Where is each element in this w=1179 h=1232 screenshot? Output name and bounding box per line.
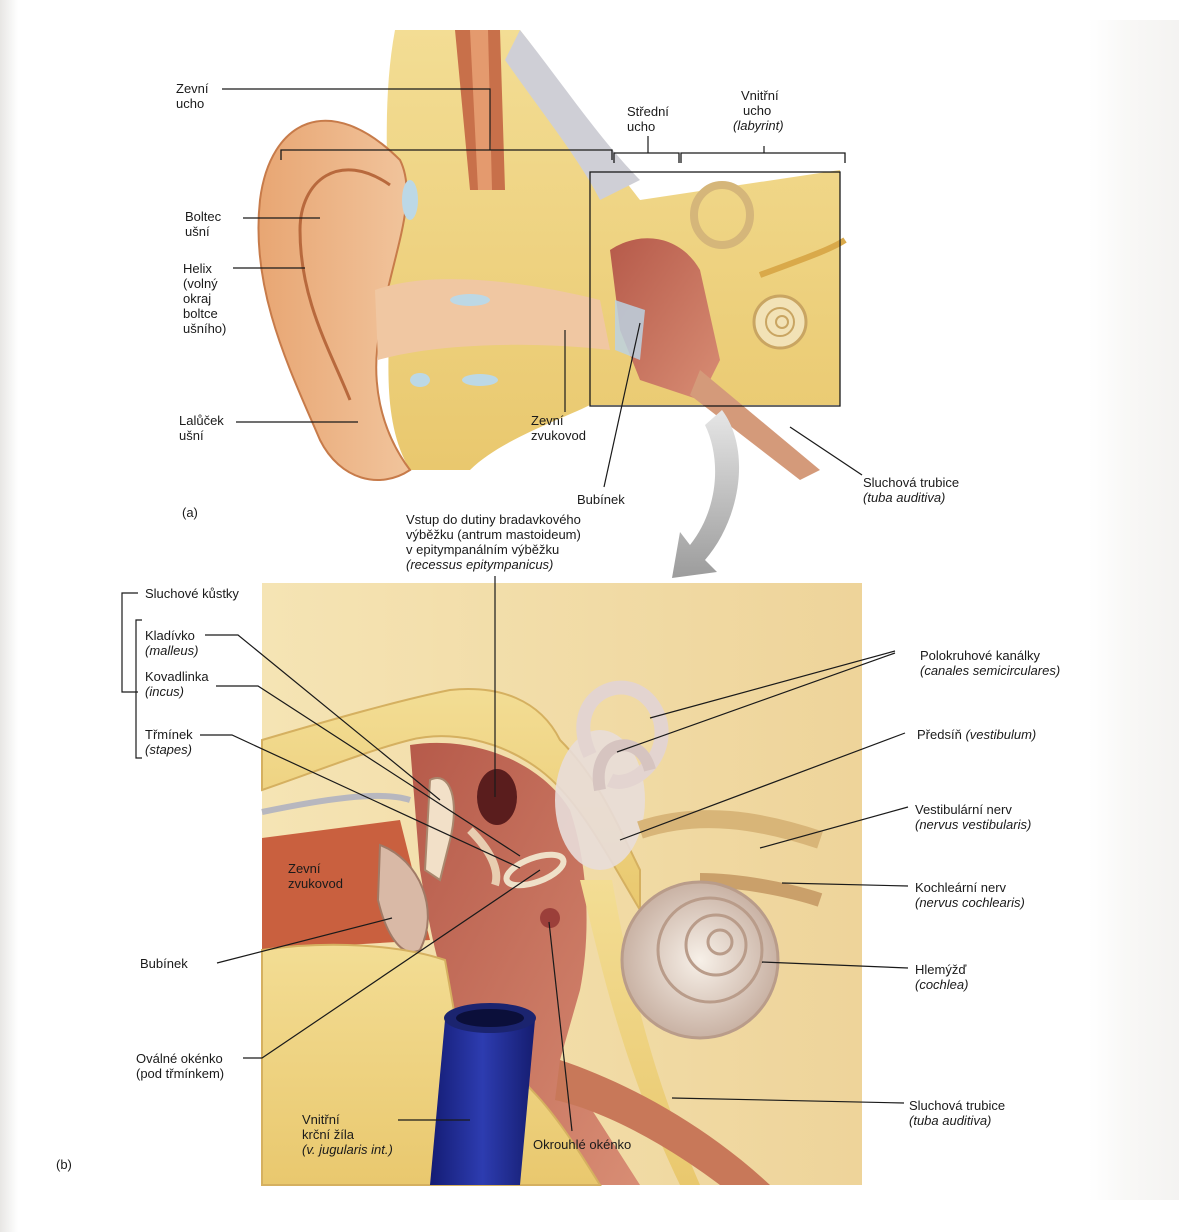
label-malleus: Kladívko(malleus) bbox=[145, 628, 198, 658]
label-stapes: Třmínek(stapes) bbox=[145, 727, 193, 757]
label-canals: Polokruhové kanálky(canales semicircular… bbox=[920, 648, 1060, 678]
label-round-window: Okrouhlé okénko bbox=[533, 1137, 631, 1152]
label-oval-window: Oválné okénko(pod třmínkem) bbox=[136, 1051, 224, 1081]
label-eardrum-a: Bubínek bbox=[577, 492, 625, 507]
label-tube-b: Sluchová trubice(tuba auditiva) bbox=[909, 1098, 1005, 1128]
label-tube-a: Sluchová trubice(tuba auditiva) bbox=[863, 475, 959, 505]
label-vestibular-nerve: Vestibulární nerv(nervus vestibularis) bbox=[915, 802, 1031, 832]
label-cochlear-nerve: Kochleární nerv(nervus cochlearis) bbox=[915, 880, 1025, 910]
panel-b-art bbox=[122, 576, 908, 1185]
label-inner-ear: Vnitřní ucho (labyrint) bbox=[733, 88, 784, 133]
label-eardrum-b: Bubínek bbox=[140, 956, 188, 971]
cochlea-shape bbox=[622, 882, 778, 1038]
panel-a-tag: (a) bbox=[182, 505, 198, 520]
label-ossicles: Sluchové kůstky bbox=[145, 586, 239, 601]
label-vestibule: Předsíň (vestibulum) bbox=[917, 727, 1036, 742]
jugular-vein-shape bbox=[430, 1009, 535, 1185]
label-incus: Kovadlinka(incus) bbox=[145, 669, 209, 699]
panel-b-tag: (b) bbox=[56, 1157, 72, 1172]
zoom-arrow bbox=[672, 410, 739, 578]
label-cochlea: Hlemýžď(cochlea) bbox=[915, 962, 968, 992]
